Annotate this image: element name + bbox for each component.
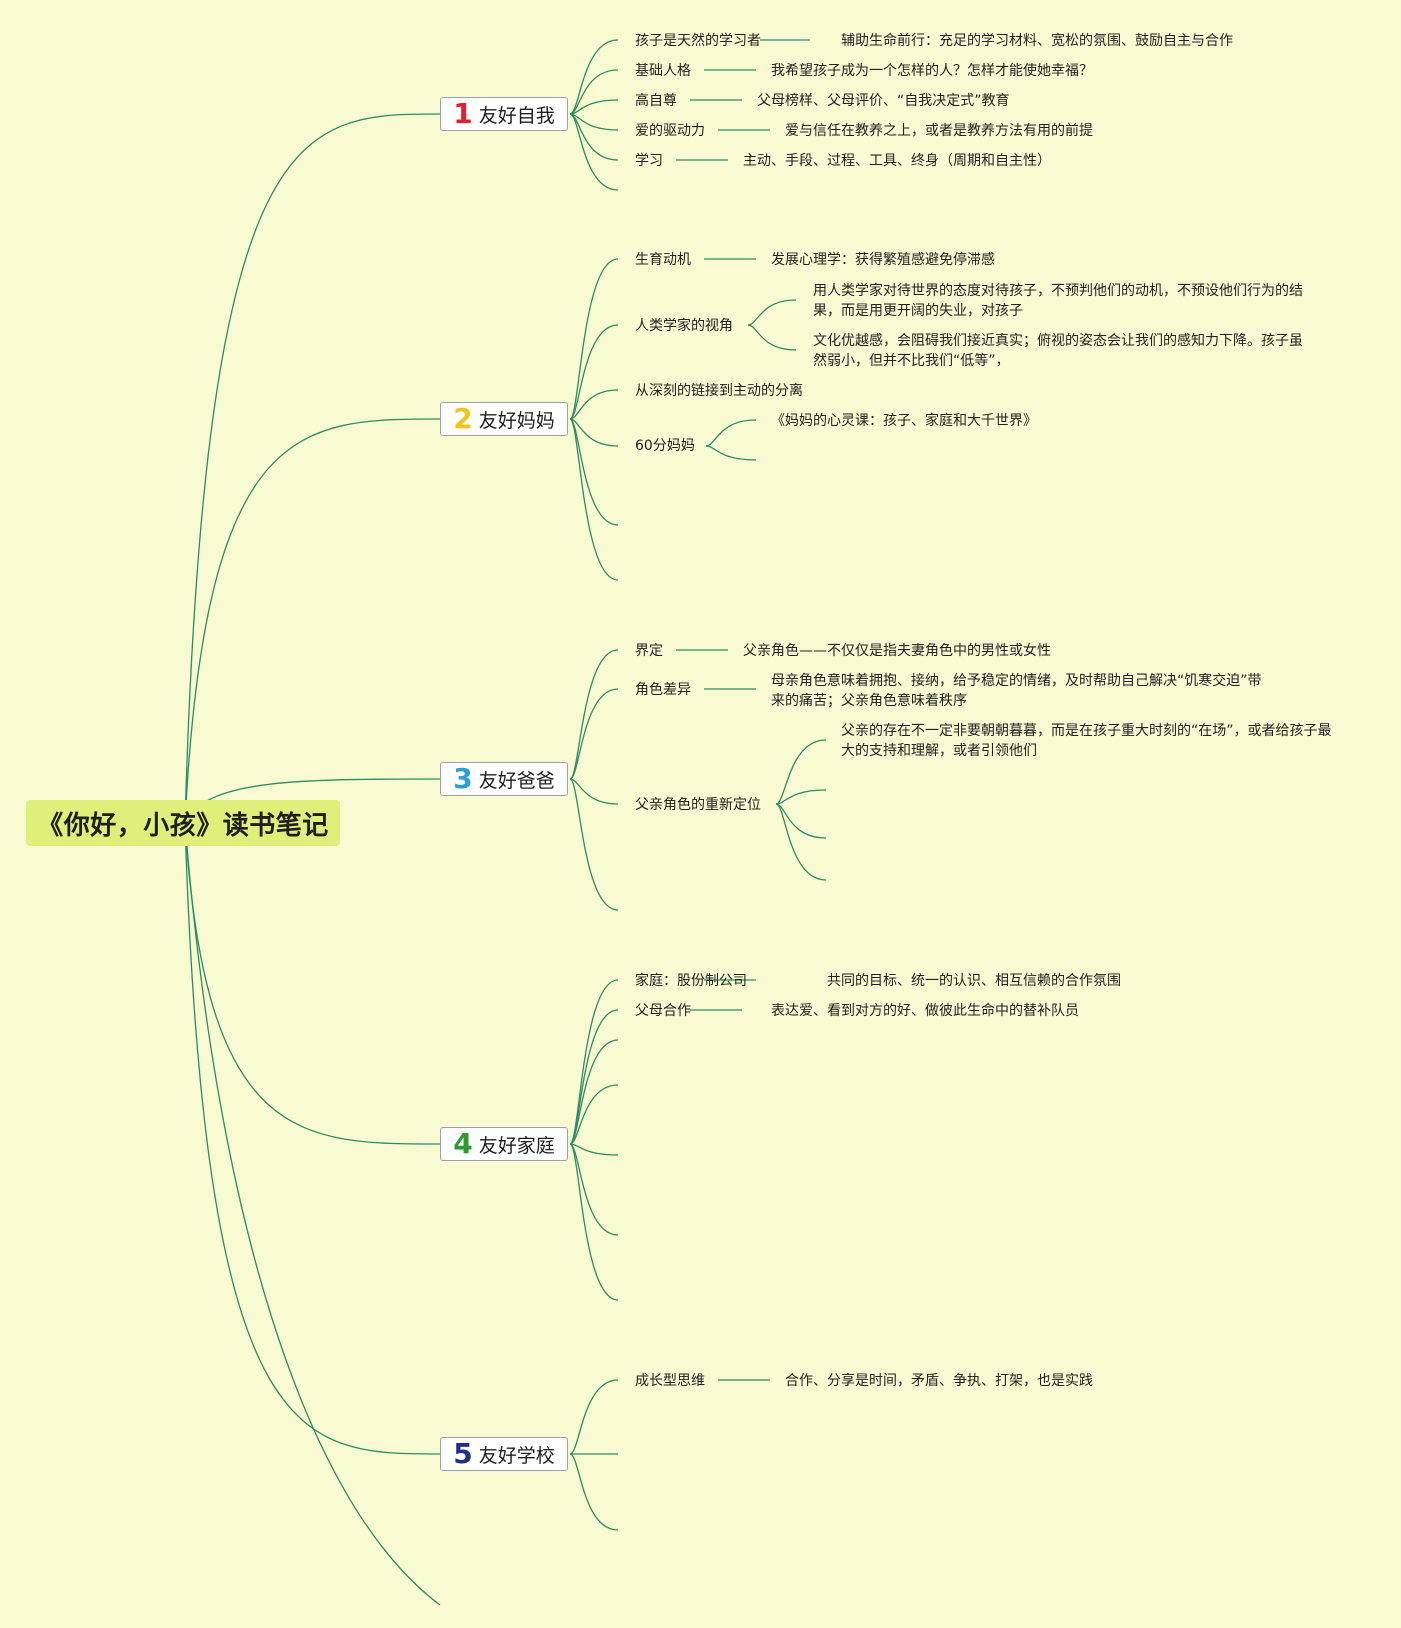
branch-line — [569, 389, 619, 420]
branch-line — [569, 1379, 619, 1455]
detail-learning[interactable]: 主动、手段、过程、工具、终身（周期和自主性） — [743, 153, 1051, 169]
split-line — [775, 803, 827, 839]
number-1-icon: 1 — [453, 97, 473, 130]
branch-line — [569, 418, 619, 526]
number-4-icon: 4 — [453, 1127, 473, 1160]
number-3-icon: 3 — [453, 762, 473, 795]
topic-friendly-school[interactable]: 5 友好学校 — [440, 1437, 568, 1471]
branch-line — [569, 1084, 619, 1145]
subtopic-love-drive[interactable]: 爱的驱动力 — [635, 123, 705, 139]
split-line — [705, 419, 757, 447]
topic-label: 友好妈妈 — [478, 409, 555, 432]
subtopic-birth-motivation[interactable]: 生育动机 — [635, 252, 691, 268]
detail-love-drive[interactable]: 爱与信任在教养之上，或者是教养方法有用的前提 — [785, 123, 1093, 139]
root-to-topic-2-line — [184, 418, 441, 824]
number-5-icon: 5 — [453, 1437, 473, 1470]
split-line — [775, 739, 827, 805]
subtopic-definition[interactable]: 界定 — [635, 643, 663, 659]
topic-label: 友好爸爸 — [478, 769, 555, 792]
branch-line — [569, 69, 619, 115]
branch-line — [569, 778, 619, 805]
subtopic-basic-personality[interactable]: 基础人格 — [635, 63, 691, 79]
detail-birth-motivation[interactable]: 发展心理学：获得繁殖感避免停滞感 — [771, 252, 995, 268]
topic-friendly-family[interactable]: 4 友好家庭 — [440, 1127, 568, 1161]
subtopic-anthropologist-view[interactable]: 人类学家的视角 — [635, 318, 733, 334]
branch-line — [569, 778, 619, 911]
root-topic[interactable]: 《你好，小孩》读书笔记 — [26, 800, 340, 846]
branch-line — [569, 649, 619, 780]
subtopic-self-esteem[interactable]: 高自尊 — [635, 93, 677, 109]
branch-line — [569, 258, 619, 420]
subtopic-role-difference[interactable]: 角色差异 — [635, 682, 691, 698]
branch-line — [569, 688, 619, 780]
subtopic-learning[interactable]: 学习 — [635, 153, 663, 169]
branch-line — [569, 418, 619, 447]
split-line — [775, 803, 827, 881]
subtopic-parent-cooperation[interactable]: 父母合作 — [635, 1003, 691, 1019]
subtopic-natural-learner[interactable]: 孩子是天然的学习者 — [635, 33, 761, 49]
branch-line — [569, 324, 619, 420]
detail-father-presence[interactable]: 父亲的存在不一定非要朝朝暮暮，而是在孩子重大时刻的“在场”，或者给孩子最大的支持… — [841, 723, 1332, 759]
branch-line — [569, 1453, 619, 1531]
topic-label: 友好自我 — [478, 104, 555, 127]
detail-basic-personality[interactable]: 我希望孩子成为一个怎样的人？怎样才能使她幸福？ — [771, 63, 1093, 79]
split-line — [747, 299, 797, 326]
detail-self-esteem[interactable]: 父母榜样、父母评价、“自我决定式”教育 — [757, 93, 1010, 109]
subtopic-60-score-mom[interactable]: 60分妈妈 — [635, 438, 695, 454]
root-to-topic-1-line — [184, 113, 441, 824]
detail-natural-learner[interactable]: 辅助生命前行：充足的学习材料、宽松的氛围、鼓励自主与合作 — [841, 33, 1233, 49]
branch-line — [569, 1143, 619, 1156]
detail-definition[interactable]: 父亲角色——不仅仅是指夫妻角色中的男性或女性 — [743, 643, 1051, 659]
topic-label: 友好学校 — [478, 1444, 555, 1467]
branch-line — [569, 99, 619, 115]
detail-family-company[interactable]: 共同的目标、统一的认识、相互信赖的合作氛围 — [827, 973, 1121, 989]
topic-label: 友好家庭 — [478, 1134, 555, 1157]
detail-growth-mindset[interactable]: 合作、分享是时间，矛盾、争执、打架，也是实践 — [785, 1373, 1093, 1389]
detail-role-difference[interactable]: 母亲角色意味着拥抱、接纳，给予稳定的情绪，及时帮助自己解决“饥寒交迫”带来的痛苦… — [771, 673, 1262, 709]
number-2-icon: 2 — [453, 402, 473, 435]
root-empty-branch-line — [184, 822, 441, 1606]
split-line — [747, 324, 797, 351]
subtopic-family-company[interactable]: 家庭：股份制公司 — [635, 973, 747, 989]
detail-anthropologist-attitude[interactable]: 用人类学家对待世界的态度对待孩子，不预判他们的动机，不预设他们行为的结果，而是用… — [813, 283, 1303, 319]
detail-book-title[interactable]: 《妈妈的心灵课：孩子、家庭和大千世界》 — [771, 413, 1037, 429]
detail-parent-cooperation[interactable]: 表达爱、看到对方的好、做彼此生命中的替补队员 — [771, 1003, 1079, 1019]
topic-friendly-dad[interactable]: 3 友好爸爸 — [440, 762, 568, 796]
branch-line — [569, 418, 619, 581]
subtopic-connection-to-separation[interactable]: 从深刻的链接到主动的分离 — [635, 383, 803, 399]
split-line — [705, 445, 757, 461]
detail-cultural-superiority[interactable]: 文化优越感，会阻碍我们接近真实；俯视的姿态会让我们的感知力下降。孩子虽然弱小，但… — [813, 333, 1303, 369]
root-to-topic-4-line — [184, 822, 441, 1145]
subtopic-growth-mindset[interactable]: 成长型思维 — [635, 1373, 705, 1389]
split-line — [775, 789, 827, 805]
branch-line — [569, 1039, 619, 1145]
topic-friendly-mom[interactable]: 2 友好妈妈 — [440, 402, 568, 436]
branch-line — [569, 1143, 619, 1236]
branch-line — [569, 113, 619, 191]
root-to-topic-5-line — [184, 822, 441, 1455]
branch-line — [569, 113, 619, 161]
topic-friendly-self[interactable]: 1 友好自我 — [440, 97, 568, 131]
subtopic-father-repositioning[interactable]: 父亲角色的重新定位 — [635, 797, 761, 813]
branch-line — [569, 1143, 619, 1301]
